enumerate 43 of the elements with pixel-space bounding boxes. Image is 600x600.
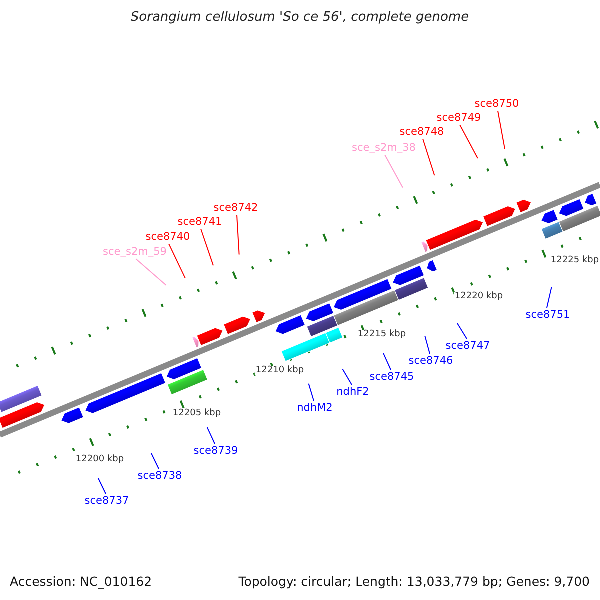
gene-label: sce8738 bbox=[138, 470, 182, 482]
leader-line bbox=[342, 368, 352, 386]
accession-text: Accession: NC_010162 bbox=[10, 576, 152, 588]
gene-label: ndhM2 bbox=[297, 402, 333, 414]
gene-label: sce8751 bbox=[526, 310, 570, 320]
leader-line bbox=[206, 427, 216, 444]
gene-label: ndhF2 bbox=[336, 386, 370, 398]
leader-line bbox=[460, 124, 478, 160]
gene-label: sce8740 bbox=[146, 232, 190, 242]
gene-label: sce8747 bbox=[446, 340, 490, 352]
gene-label: sce8749 bbox=[436, 112, 482, 124]
leader-line bbox=[384, 154, 404, 188]
leader-line bbox=[236, 214, 240, 256]
scale-label: 12200 kbp bbox=[74, 456, 126, 464]
gene-label: sce8741 bbox=[178, 216, 222, 228]
leader-line bbox=[98, 478, 106, 494]
leader-line bbox=[546, 286, 552, 308]
gene-label: sce8742 bbox=[214, 202, 258, 214]
leader-line bbox=[456, 322, 468, 340]
scale-label: 12215 kbp bbox=[356, 330, 408, 340]
leader-line bbox=[136, 258, 167, 286]
title: Sorangium cellulosum 'So ce 56', complete genome bbox=[130, 11, 470, 24]
gene-label: sce8750 bbox=[474, 98, 520, 110]
leader-line bbox=[422, 138, 436, 176]
scale-label: 12220 kbp bbox=[454, 292, 504, 302]
genome-info-text: Topology: circular; Length: 13,033,779 bp; Genes: 9,700 bbox=[238, 576, 590, 588]
scale-label: 12225 kbp bbox=[550, 256, 600, 266]
leader-line bbox=[150, 452, 160, 470]
gene-label: sce_s2m_38 bbox=[352, 142, 416, 154]
gene-label: sce8745 bbox=[370, 372, 414, 382]
gene-label: sce8746 bbox=[408, 356, 454, 366]
gene-label: sce8739 bbox=[194, 446, 238, 456]
leader-line bbox=[498, 110, 506, 150]
scale-label: 12210 kbp bbox=[254, 366, 306, 376]
leader-line bbox=[200, 228, 214, 266]
leader-line bbox=[424, 336, 430, 354]
gene-label: sce8748 bbox=[400, 126, 444, 138]
leader-line bbox=[308, 383, 314, 402]
gene-label: sce_s2m_59 bbox=[103, 246, 167, 258]
gene-label: sce8737 bbox=[84, 496, 130, 506]
leader-line bbox=[382, 352, 392, 370]
leader-line bbox=[168, 244, 186, 279]
scale-label: 12205 kbp bbox=[172, 410, 222, 418]
